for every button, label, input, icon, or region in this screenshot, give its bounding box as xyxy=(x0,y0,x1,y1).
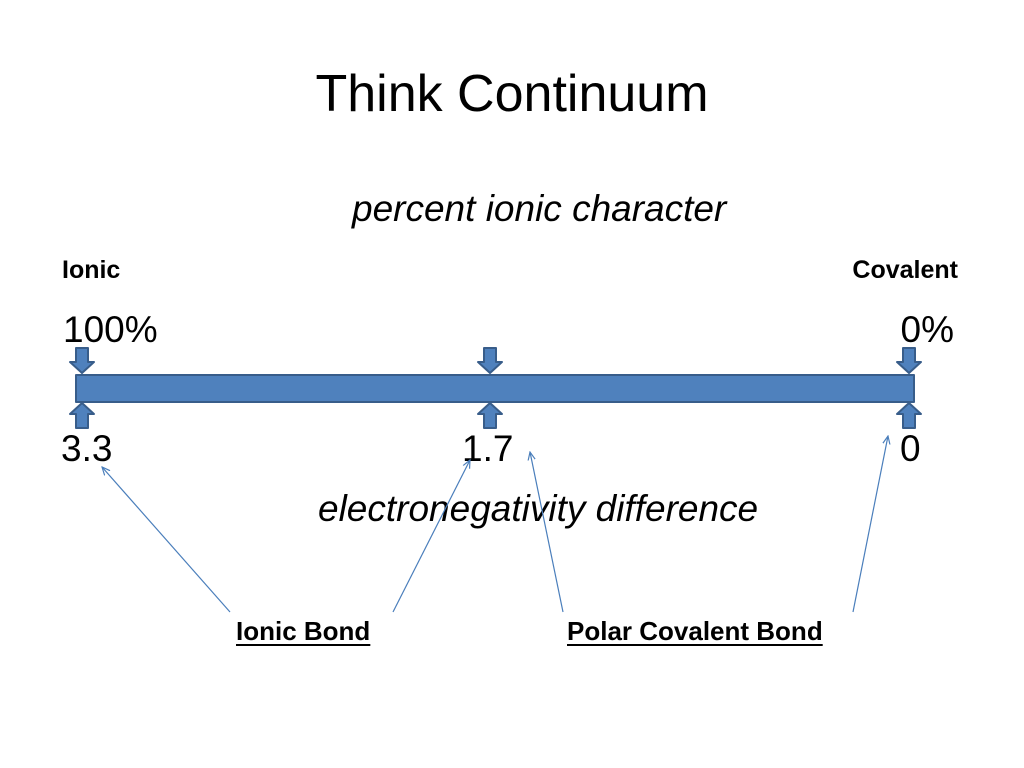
up-arrow-right-icon xyxy=(896,402,922,429)
up-arrow-mid-icon xyxy=(477,402,503,429)
ionic-bond-label: Ionic Bond xyxy=(236,616,371,646)
down-arrow-mid-icon xyxy=(477,347,503,374)
up-arrow-left-icon xyxy=(69,402,95,429)
pointer-ionic-to-3-3 xyxy=(102,467,231,613)
down-arrow-right-icon xyxy=(896,347,922,374)
pointer-polar-to-0 xyxy=(852,436,888,613)
percent-right-value: 0% xyxy=(900,309,954,350)
en-left-value: 3.3 xyxy=(61,428,113,469)
pointer-ionic-to-1-7 xyxy=(392,460,470,613)
ionic-end-label: Ionic xyxy=(62,256,121,284)
continuum-bar xyxy=(75,374,915,403)
percent-ionic-caption: percent ionic character xyxy=(352,188,727,229)
pointer-polar-to-1-7 xyxy=(530,452,564,613)
electronegativity-caption: electronegativity difference xyxy=(318,488,759,529)
en-right-value: 0 xyxy=(900,428,921,469)
down-arrow-left-icon xyxy=(69,347,95,374)
percent-left-value: 100% xyxy=(63,309,158,350)
covalent-end-label: Covalent xyxy=(852,256,958,284)
polar-covalent-bond-label: Polar Covalent Bond xyxy=(567,616,823,646)
slide-title: Think Continuum xyxy=(315,65,709,123)
